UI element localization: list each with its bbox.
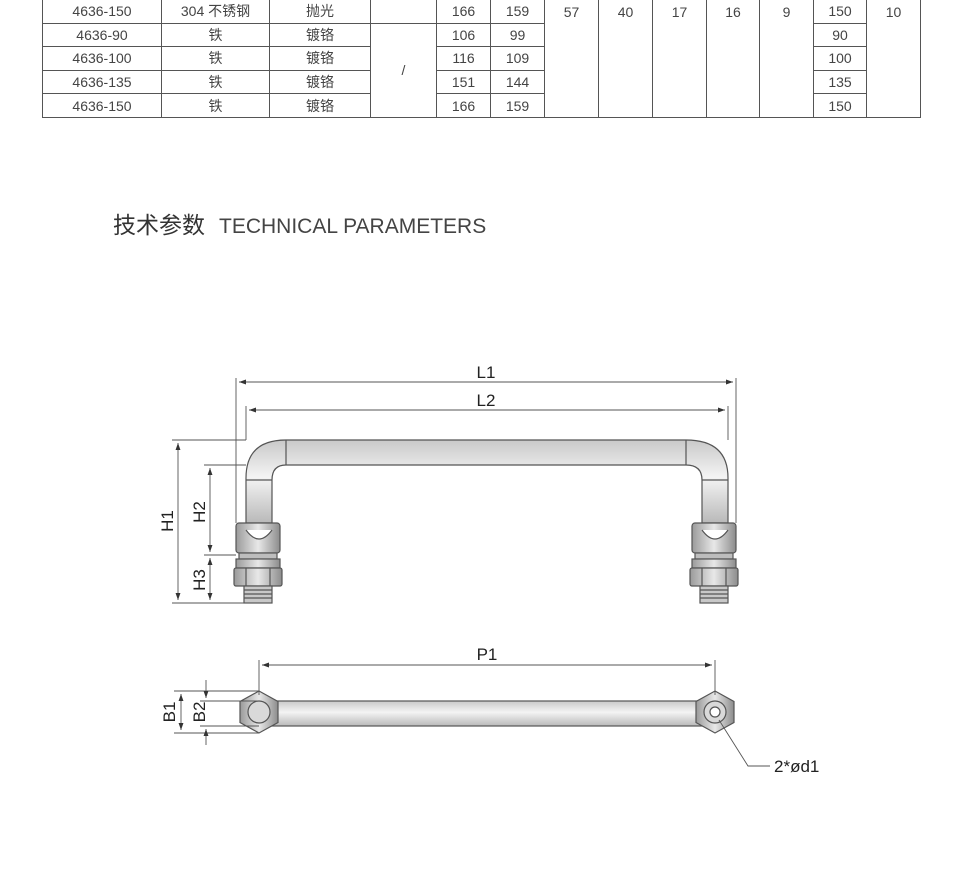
technical-drawing: L1 L2 H1 H2 H3 P1 B1 B2 2*ød1 — [158, 363, 819, 776]
dimension-label-p1: P1 — [477, 645, 498, 664]
value-cell: 100 — [813, 46, 867, 71]
model-cell: 4636-150 — [42, 0, 162, 24]
value-cell: 144 — [490, 69, 545, 95]
value-cell: 116 — [436, 46, 491, 71]
dimension-label-l2: L2 — [477, 391, 496, 410]
value-cell: 135 — [813, 69, 867, 95]
right-mount — [689, 522, 739, 604]
table-row: 4636-150 铁 镀铬 166 159 150 — [42, 93, 921, 118]
dimension-label-h2: H2 — [190, 501, 209, 523]
model-cell: 4636-150 — [42, 93, 162, 118]
dimension-label-l1: L1 — [477, 363, 496, 382]
table-row: 4636-90 铁 镀铬 / 106 99 90 — [42, 22, 921, 119]
section-title-en: TECHNICAL PARAMETERS — [219, 215, 487, 238]
empty-cell — [370, 0, 437, 24]
material-cell: 铁 — [161, 69, 270, 95]
value-cell: 150 — [813, 93, 867, 118]
mount-hole — [709, 706, 721, 718]
material-cell: 铁 — [161, 93, 270, 118]
model-cell: 4636-90 — [42, 22, 162, 48]
material-cell: 304 不锈钢 — [161, 0, 270, 24]
value-cell: 159 — [490, 93, 545, 118]
dimension-label-h1: H1 — [158, 510, 177, 532]
section-title-zh: 技术参数 — [113, 213, 205, 239]
material-cell: 铁 — [161, 22, 270, 48]
section-title: 技术参数 TECHNICAL PARAMETERS — [113, 206, 486, 240]
material-cell: 铁 — [161, 46, 270, 71]
merged-value-cell: 57 — [544, 0, 599, 118]
value-cell: 151 — [436, 69, 491, 95]
finish-cell: 抛光 — [269, 0, 371, 24]
value-cell: 159 — [490, 0, 545, 24]
value-cell: 90 — [813, 22, 867, 48]
finish-cell: 镀铬 — [269, 69, 371, 95]
merged-value-cell: 17 — [652, 0, 707, 118]
value-cell: 109 — [490, 46, 545, 71]
model-cell: 4636-100 — [42, 46, 162, 71]
slash-cell: / — [370, 22, 437, 119]
merged-value-cell: 9 — [759, 0, 814, 118]
table-row: 4636-150 304 不锈钢 抛光 166 159 57 40 17 16 … — [42, 0, 921, 118]
top-dimensions — [174, 660, 770, 767]
finish-cell: 镀铬 — [269, 46, 371, 71]
finish-cell: 镀铬 — [269, 93, 371, 118]
value-cell: 150 — [813, 0, 867, 24]
finish-cell: 镀铬 — [269, 22, 371, 48]
value-cell: 166 — [436, 0, 491, 24]
front-view — [233, 439, 739, 604]
dimension-label-b1: B1 — [160, 702, 179, 723]
table-row: 4636-100 铁 镀铬 116 109 100 — [42, 46, 921, 71]
top-view — [239, 690, 735, 734]
front-dimensions — [172, 378, 737, 604]
merged-value-cell: 16 — [706, 0, 760, 118]
merged-value-cell: 40 — [598, 0, 653, 118]
handle-bar — [245, 439, 729, 524]
value-cell: 99 — [490, 22, 545, 48]
model-cell: 4636-135 — [42, 69, 162, 95]
hole-label: 2*ød1 — [774, 757, 819, 776]
dimension-label-b2: B2 — [190, 702, 209, 723]
dimension-label-h3: H3 — [190, 569, 209, 591]
top-view-bar — [258, 700, 716, 727]
left-mount — [233, 522, 283, 604]
merged-value-cell: 10 — [866, 0, 921, 118]
spec-table: 4636-150 304 不锈钢 抛光 166 159 57 40 17 16 … — [42, 0, 921, 119]
value-cell: 166 — [436, 93, 491, 118]
value-cell: 106 — [436, 22, 491, 48]
